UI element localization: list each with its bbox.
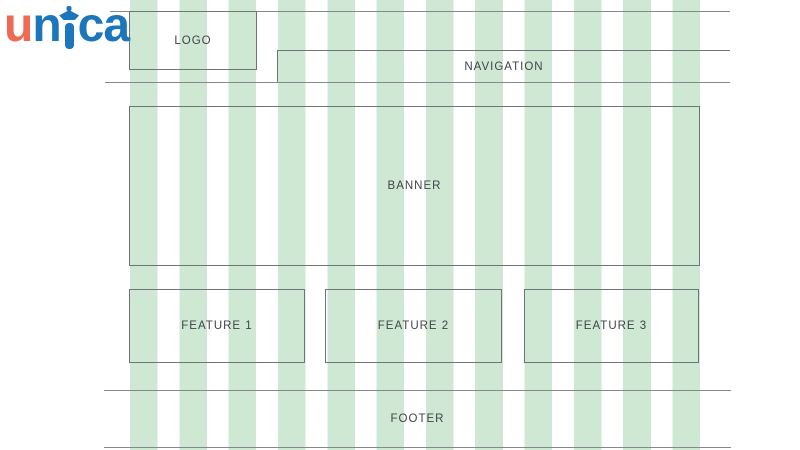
feature-3-placeholder-box: FEATURE 3: [524, 289, 699, 363]
guide-line-below-nav: [105, 82, 730, 83]
feature-2-placeholder-box: FEATURE 2: [325, 289, 502, 363]
logo-placeholder-label: LOGO: [174, 34, 212, 47]
feature-1-placeholder-box: FEATURE 1: [129, 289, 305, 363]
unica-logo: u n ca: [4, 0, 130, 52]
navigation-placeholder-box: NAVIGATION: [277, 50, 730, 82]
footer-placeholder: FOOTER: [104, 412, 731, 426]
navigation-placeholder-label: NAVIGATION: [464, 60, 544, 73]
unica-letters-ca: ca: [77, 0, 130, 52]
unica-letter-i: [59, 6, 80, 49]
footer-placeholder-label: FOOTER: [390, 413, 445, 425]
guide-line-bottom: [104, 447, 731, 448]
feature-1-label: FEATURE 1: [181, 320, 253, 332]
banner-placeholder-label: BANNER: [387, 180, 442, 192]
logo-placeholder-box: LOGO: [129, 11, 257, 70]
unica-letter-u: u: [4, 0, 33, 52]
feature-2-label: FEATURE 2: [377, 320, 450, 332]
graduation-cap-icon: [59, 6, 80, 21]
guide-line-top: [110, 11, 730, 12]
guide-line-above-footer: [104, 390, 731, 391]
banner-placeholder-box: BANNER: [129, 106, 700, 266]
grid-columns: [130, 0, 700, 450]
feature-3-label: FEATURE 3: [575, 320, 648, 332]
unica-letter-n: n: [32, 0, 61, 52]
